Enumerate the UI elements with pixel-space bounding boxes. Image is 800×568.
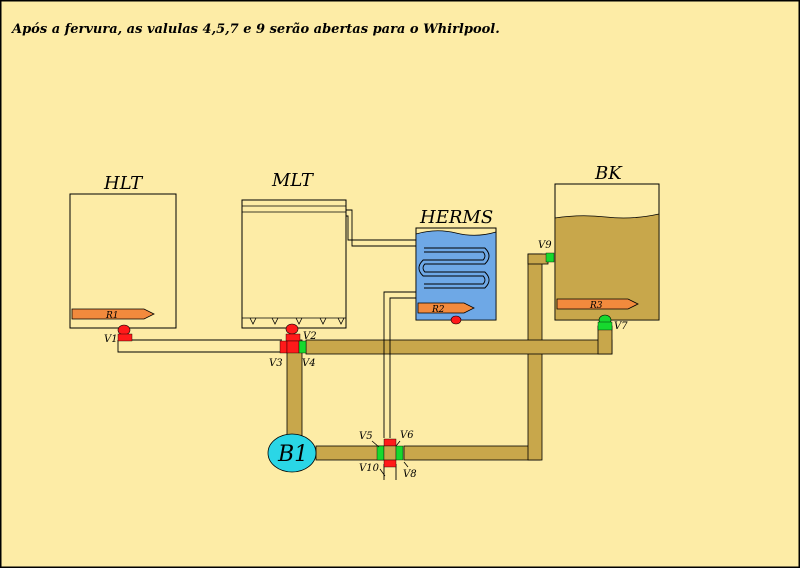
pipe-v9-stub <box>527 253 549 265</box>
valve-v8-label: V8 <box>403 469 417 480</box>
bk-vessel: BK R3 <box>554 163 660 321</box>
valve-v8[interactable] <box>395 445 404 461</box>
r2-heater <box>417 302 475 314</box>
valve-v2-label: V2 <box>303 331 317 342</box>
valve-v7[interactable] <box>597 321 613 331</box>
arrow-v8 <box>403 461 409 468</box>
mlt-outlet-knob <box>285 323 299 335</box>
r2-label: R2 <box>431 305 445 315</box>
pipe-hlt-to-mlt <box>117 339 282 353</box>
valve-v3[interactable] <box>279 340 288 354</box>
pipe-v7-down <box>597 325 613 355</box>
valve-v3-label: V3 <box>269 358 283 369</box>
hlt-body <box>69 193 177 329</box>
pipe-mlt-to-pump <box>286 339 303 441</box>
mlt-body <box>241 199 347 329</box>
herms-label: HERMS <box>419 207 493 228</box>
pipe-v4-to-v7 <box>305 339 613 355</box>
valve-v1-label: V1 <box>104 334 118 345</box>
valves <box>117 252 613 468</box>
thin-pipes <box>117 209 416 480</box>
valve-v10[interactable] <box>383 459 397 468</box>
valve-v4[interactable] <box>298 340 307 354</box>
valve-v3-body <box>286 340 300 354</box>
pump-body <box>267 433 317 473</box>
mlt-teeth <box>249 317 345 325</box>
pipe-up-to-v9 <box>527 253 543 461</box>
herms-coil-inner <box>419 248 489 288</box>
r3-label: R3 <box>589 301 603 311</box>
arrow-v5 <box>371 440 380 448</box>
pipe-cross-to-right <box>403 445 541 461</box>
valve-v6[interactable] <box>383 438 397 447</box>
r3-heater <box>556 298 639 310</box>
mlt-label: MLT <box>271 170 315 191</box>
valve-v1[interactable] <box>117 333 133 342</box>
valve-v9[interactable] <box>545 252 555 263</box>
wort-pipes <box>286 253 613 461</box>
arrow-v6 <box>395 440 401 447</box>
valve-v7-label: V7 <box>614 321 628 332</box>
pump-label: B1 <box>277 442 308 467</box>
valve-v9-label: V9 <box>538 240 552 251</box>
hlt-label: HLT <box>103 173 144 194</box>
herms-drain-valve <box>450 315 462 325</box>
valve-v5[interactable] <box>376 445 385 461</box>
pipe-herms-to-cross <box>383 291 416 438</box>
valve-labels: V1 V2 V3 V4 V5 V6 V7 V8 V9 V10 <box>104 240 628 480</box>
hlt-outlet-knob <box>117 324 131 336</box>
valve-v2[interactable] <box>285 333 301 342</box>
pump-b1[interactable]: B1 <box>267 433 317 473</box>
cross-junction-body <box>383 445 397 461</box>
caption: Após a fervura, as valulas 4,5,7 e 9 ser… <box>10 22 500 37</box>
herms-vessel: HERMS R2 <box>415 207 497 325</box>
valve-v6-label: V6 <box>400 430 414 441</box>
r1-heater <box>71 308 155 320</box>
valve-v5-label: V5 <box>359 431 373 442</box>
bk-label: BK <box>594 163 623 184</box>
valve-v10-label: V10 <box>359 463 380 474</box>
r1-label: R1 <box>105 311 119 321</box>
hlt-vessel: HLT R1 <box>69 173 177 329</box>
bk-wort <box>554 213 660 321</box>
arrow-v10 <box>379 468 386 477</box>
pointer-arrows <box>371 440 409 477</box>
pipe-pump-to-cross <box>315 445 387 461</box>
valve-v4-label: V4 <box>302 358 316 369</box>
